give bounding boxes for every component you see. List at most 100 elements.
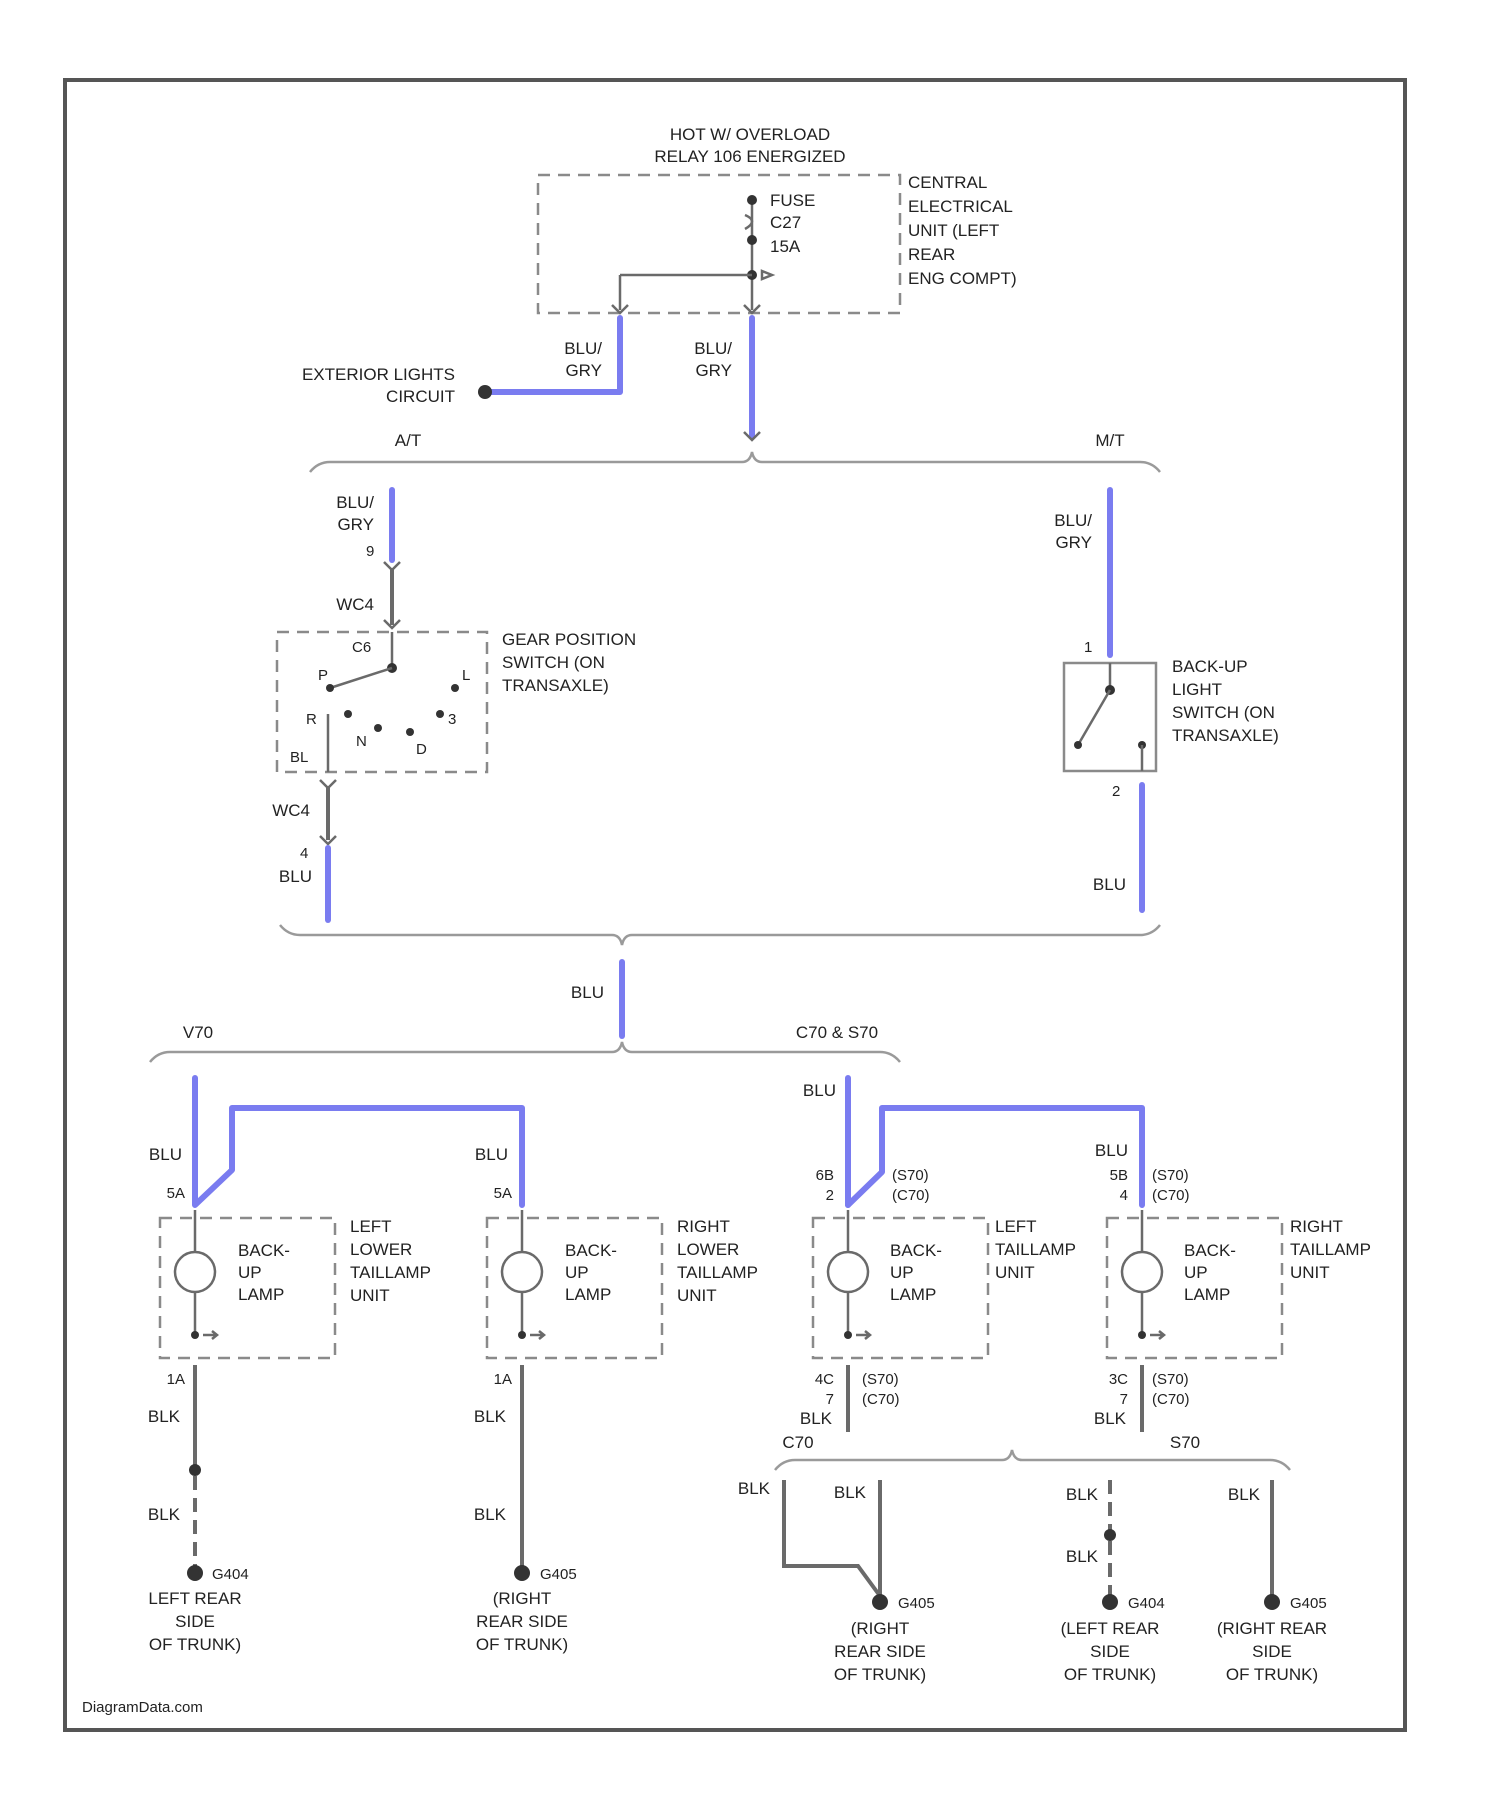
svg-text:SIDE: SIDE bbox=[175, 1612, 215, 1631]
svg-text:TAILLAMP: TAILLAMP bbox=[677, 1263, 758, 1282]
gear-connector-bottom bbox=[320, 780, 336, 844]
gear-pos-bl: BL bbox=[290, 749, 308, 766]
lamp-unit-right-taillamp: BACK- UP LAMP bbox=[1107, 1210, 1282, 1358]
c70-wire1-label: BLK bbox=[738, 1479, 771, 1498]
svg-text:4: 4 bbox=[1120, 1187, 1128, 1204]
backup-light-switch-label: BACK-UP LIGHT SWITCH (ON TRANSAXLE) bbox=[1172, 657, 1279, 745]
lamp3-label-line1: BACK- bbox=[890, 1241, 942, 1260]
svg-text:(S70): (S70) bbox=[892, 1167, 929, 1184]
lamp-unit-right-lower: BACK- UP LAMP bbox=[487, 1210, 662, 1358]
svg-text:LEFT: LEFT bbox=[350, 1217, 392, 1236]
ground-g404-s70: G404 (LEFT REAR SIDE OF TRUNK) bbox=[1061, 1594, 1165, 1684]
svg-text:TAILLAMP: TAILLAMP bbox=[350, 1263, 431, 1282]
svg-text:(S70): (S70) bbox=[862, 1371, 899, 1388]
svg-text:GEAR POSITION: GEAR POSITION bbox=[502, 630, 636, 649]
lamp3-label-line3: LAMP bbox=[890, 1285, 936, 1304]
lamp3-wire-bottom: BLK bbox=[800, 1409, 833, 1428]
svg-text:(LEFT REAR: (LEFT REAR bbox=[1061, 1619, 1160, 1638]
svg-text:SWITCH (ON: SWITCH (ON bbox=[1172, 703, 1275, 722]
svg-text:G405: G405 bbox=[540, 1566, 577, 1583]
svg-text:TRANSAXLE): TRANSAXLE) bbox=[502, 676, 609, 695]
svg-text:LOWER: LOWER bbox=[350, 1240, 412, 1259]
svg-text:LEFT: LEFT bbox=[995, 1217, 1037, 1236]
lamp1-label-line3: LAMP bbox=[238, 1285, 284, 1304]
merge-brace bbox=[280, 925, 1160, 945]
lamp2-pin-top: 5A bbox=[494, 1185, 512, 1202]
lamp3-pins-bottom: 4C 7 (S70) (C70) bbox=[815, 1371, 900, 1408]
lamp4-label-line3: LAMP bbox=[1184, 1285, 1230, 1304]
lamp2-wire-top: BLU bbox=[475, 1145, 508, 1164]
gear-conn-top-label: WC4 bbox=[336, 595, 374, 614]
svg-text:(RIGHT: (RIGHT bbox=[493, 1589, 552, 1608]
branch-v70-c70s70 bbox=[150, 1042, 900, 1062]
splice-s70 bbox=[1104, 1529, 1116, 1541]
lamp1-pin-top: 5A bbox=[167, 1185, 185, 1202]
svg-text:(C70): (C70) bbox=[862, 1391, 900, 1408]
branch-label-mt: M/T bbox=[1095, 431, 1124, 450]
svg-text:SWITCH (ON: SWITCH (ON bbox=[502, 653, 605, 672]
svg-text:SIDE: SIDE bbox=[1090, 1642, 1130, 1661]
svg-text:G405: G405 bbox=[898, 1595, 935, 1612]
svg-text:(S70): (S70) bbox=[1152, 1167, 1189, 1184]
lamp4-wire-top: BLU bbox=[1095, 1141, 1128, 1160]
gear-pin-switch: C6 bbox=[352, 639, 371, 656]
footer-watermark: DiagramData.com bbox=[82, 1699, 203, 1716]
svg-text:3C: 3C bbox=[1109, 1371, 1128, 1388]
svg-text:FUSE: FUSE bbox=[770, 191, 815, 210]
svg-text:GRY: GRY bbox=[695, 361, 732, 380]
gear-pos-3: 3 bbox=[448, 711, 456, 728]
exterior-lights-wire-label: BLU/ GRY bbox=[564, 339, 602, 380]
lamp4-pins-top: 5B 4 (S70) (C70) bbox=[1110, 1167, 1190, 1204]
lamp1-wire-bottom2: BLK bbox=[148, 1505, 181, 1524]
svg-text:RIGHT: RIGHT bbox=[677, 1217, 730, 1236]
svg-text:BLU/: BLU/ bbox=[564, 339, 602, 358]
gear-pos-p: P bbox=[318, 667, 328, 684]
svg-text:GRY: GRY bbox=[337, 515, 374, 534]
svg-text:OF TRUNK): OF TRUNK) bbox=[1064, 1665, 1156, 1684]
svg-text:BLU/: BLU/ bbox=[694, 339, 732, 358]
svg-text:REAR SIDE: REAR SIDE bbox=[476, 1612, 568, 1631]
svg-text:RIGHT: RIGHT bbox=[1290, 1217, 1343, 1236]
splice-lamp1 bbox=[189, 1464, 201, 1476]
svg-text:SIDE: SIDE bbox=[1252, 1642, 1292, 1661]
gear-pos-r: R bbox=[306, 711, 317, 728]
diagram-frame bbox=[65, 80, 1405, 1730]
svg-text:BLU/: BLU/ bbox=[336, 493, 374, 512]
svg-text:ENG COMPT): ENG COMPT) bbox=[908, 269, 1017, 288]
svg-text:G405: G405 bbox=[1290, 1595, 1327, 1612]
lamp-unit-left-taillamp: BACK- UP LAMP bbox=[813, 1210, 988, 1358]
svg-text:(C70): (C70) bbox=[892, 1187, 930, 1204]
svg-text:GRY: GRY bbox=[565, 361, 602, 380]
branch-label-s70: S70 bbox=[1170, 1433, 1200, 1452]
svg-text:CENTRAL: CENTRAL bbox=[908, 173, 987, 192]
gear-pos-n: N bbox=[356, 733, 367, 750]
lamp4-pins-bottom: 3C 7 (S70) (C70) bbox=[1109, 1371, 1190, 1408]
branch-label-v70: V70 bbox=[183, 1023, 213, 1042]
svg-text:C27: C27 bbox=[770, 213, 801, 232]
lamp3-unit-label: LEFT TAILLAMP UNIT bbox=[995, 1217, 1076, 1282]
svg-text:UNIT: UNIT bbox=[995, 1263, 1035, 1282]
lamp2-wire-bottom: BLK bbox=[474, 1407, 507, 1426]
svg-text:ELECTRICAL: ELECTRICAL bbox=[908, 197, 1013, 216]
svg-text:TAILLAMP: TAILLAMP bbox=[1290, 1240, 1371, 1259]
branch-c70-s70 bbox=[775, 1450, 1290, 1470]
gear-connector-top bbox=[384, 562, 400, 628]
svg-text:REAR: REAR bbox=[908, 245, 955, 264]
exterior-lights-label: EXTERIOR LIGHTS CIRCUIT bbox=[302, 365, 455, 406]
wire-blu-v70 bbox=[195, 1078, 522, 1205]
svg-text:OF TRUNK): OF TRUNK) bbox=[476, 1635, 568, 1654]
svg-text:GRY: GRY bbox=[1055, 533, 1092, 552]
lamp4-label-line1: BACK- bbox=[1184, 1241, 1236, 1260]
svg-text:UNIT: UNIT bbox=[350, 1286, 390, 1305]
svg-text:(S70): (S70) bbox=[1152, 1371, 1189, 1388]
svg-text:BACK-UP: BACK-UP bbox=[1172, 657, 1248, 676]
gear-pos-l: L bbox=[462, 667, 470, 684]
lamp2-wire-bottom2: BLK bbox=[474, 1505, 507, 1524]
mt-wire-label: BLU/ GRY bbox=[1054, 511, 1092, 552]
branch-label-at: A/T bbox=[395, 431, 421, 450]
branch-label-c70: C70 bbox=[782, 1433, 813, 1452]
mt-pin-bottom: 2 bbox=[1112, 783, 1120, 800]
svg-text:OF TRUNK): OF TRUNK) bbox=[834, 1665, 926, 1684]
svg-text:2: 2 bbox=[826, 1187, 834, 1204]
